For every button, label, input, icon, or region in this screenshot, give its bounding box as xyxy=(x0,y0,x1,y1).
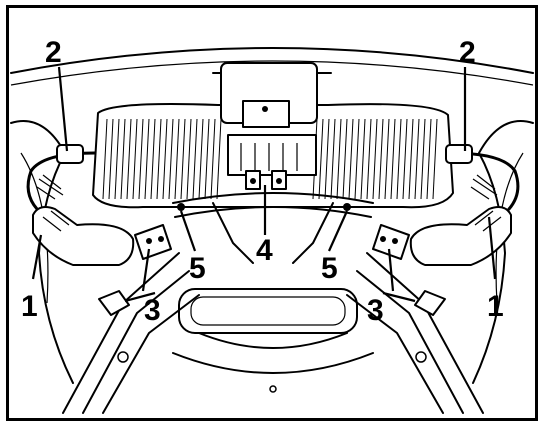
figure-border: 2 2 1 1 3 3 4 5 5 xyxy=(6,5,538,421)
radiator-fin xyxy=(354,118,360,200)
radiator-fin xyxy=(414,118,420,200)
callout-left-3: 3 xyxy=(144,294,161,327)
radiator-fin xyxy=(180,118,186,200)
struts xyxy=(62,202,484,414)
radiator-fin xyxy=(318,118,324,200)
radiator-fin xyxy=(210,118,216,200)
radiator-fin xyxy=(102,118,108,200)
radiator-fin xyxy=(402,118,408,200)
right-bracket xyxy=(343,203,410,260)
radiator-fin xyxy=(426,118,432,200)
outer-arch-curve xyxy=(10,47,534,74)
left-washer-unit xyxy=(32,206,135,266)
radiator-fin xyxy=(420,118,426,200)
radiator-fin xyxy=(162,118,168,200)
callout-right-5: 5 xyxy=(321,252,338,285)
radiator-fin xyxy=(384,118,390,200)
radiator-fin xyxy=(342,118,348,200)
radiator-fin xyxy=(132,118,138,200)
radiator-fin xyxy=(150,118,156,200)
radiator-fin xyxy=(198,118,204,200)
radiator-fin xyxy=(138,118,144,200)
sensor-block xyxy=(227,134,317,190)
radiator-fin xyxy=(336,118,342,200)
radiator-fin xyxy=(192,118,198,200)
callout-left-1: 1 xyxy=(21,290,38,323)
radiator-fin xyxy=(204,118,210,200)
radiator-fin xyxy=(126,118,132,200)
radiator-fin xyxy=(108,118,114,200)
radiator-fin xyxy=(216,118,222,200)
callout-center-4: 4 xyxy=(256,234,273,267)
radiator-fin xyxy=(168,118,174,200)
lower-crossmember xyxy=(172,192,374,393)
radiator-fin xyxy=(330,118,336,200)
callout-left-2: 2 xyxy=(45,36,62,69)
radiator-fin xyxy=(186,118,192,200)
radiator-fin xyxy=(432,118,438,200)
radiator-fin xyxy=(360,118,366,200)
expansion-tank xyxy=(212,62,332,128)
radiator-fin xyxy=(408,118,414,200)
callout-right-1: 1 xyxy=(487,290,504,323)
radiator-fin xyxy=(120,118,126,200)
right-washer-unit xyxy=(409,206,512,266)
left-bracket xyxy=(134,203,185,260)
right-hose xyxy=(445,144,520,211)
radiator-fin xyxy=(372,118,378,200)
radiator-fin xyxy=(378,118,384,200)
radiator-fin xyxy=(324,118,330,200)
left-hose xyxy=(26,144,97,211)
radiator-fin xyxy=(174,118,180,200)
radiator-fin xyxy=(348,118,354,200)
radiator-fin xyxy=(396,118,402,200)
leader-lines xyxy=(31,66,497,303)
radiator-fin xyxy=(366,118,372,200)
radiator-fin xyxy=(156,118,162,200)
radiator-fin xyxy=(114,118,120,200)
radiator-fin xyxy=(144,118,150,200)
engine-bay-drawing xyxy=(10,47,534,414)
callout-right-3: 3 xyxy=(367,294,384,327)
callout-left-5: 5 xyxy=(189,252,206,285)
callout-right-2: 2 xyxy=(459,36,476,69)
radiator-fin xyxy=(390,118,396,200)
